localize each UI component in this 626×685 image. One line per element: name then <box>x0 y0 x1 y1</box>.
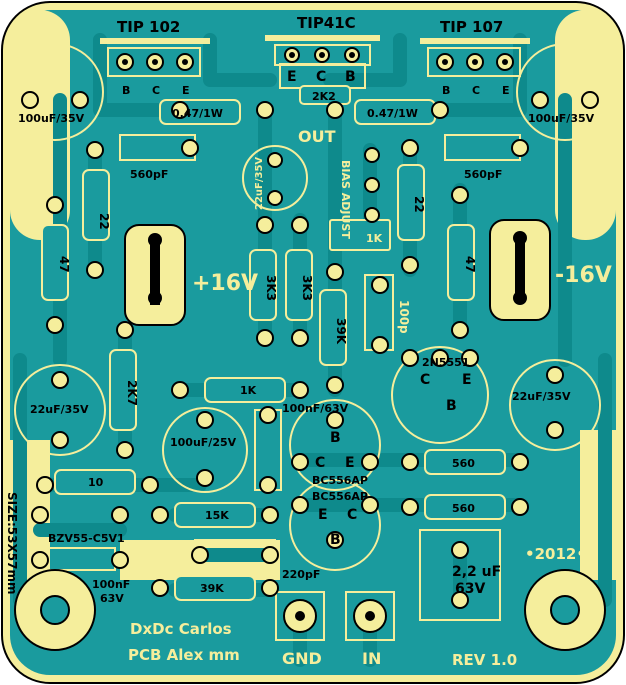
tip102-pin-c: C <box>152 84 160 97</box>
tip41c-label: TIP41C <box>297 14 356 32</box>
q-bc556-bottom-pin-b: B <box>330 532 341 548</box>
q-2n5551-pin-c: C <box>420 372 430 388</box>
power-pads <box>124 219 551 326</box>
q-bc556-top-pin-b: B <box>330 430 341 446</box>
r-1k-mid-label: 1K <box>240 384 257 397</box>
cap-100uf-25v-label: 100uF/25V <box>170 436 237 449</box>
tip107-header <box>420 38 530 77</box>
r-1k-bias-label: 1K <box>366 232 383 245</box>
cap-2u2-a-label: 2,2 uF <box>452 564 501 580</box>
tip107-pin-c: C <box>472 84 480 97</box>
tip107-label: TIP 107 <box>440 18 503 36</box>
tip107-pin-b: B <box>442 84 450 97</box>
r-47-left-label: 47 <box>57 256 71 273</box>
tip41c-header <box>265 35 380 89</box>
mounting-pads <box>14 569 606 651</box>
cap-22uf-top-label: 22uF/35V <box>254 157 265 210</box>
r-047-left-label: 0.47/1W <box>172 107 223 120</box>
tip41c-pin-c: C <box>316 69 326 85</box>
q-2n5551-label: 2N5551 <box>422 356 469 369</box>
q-bc556-bottom-pin-c: C <box>347 507 357 523</box>
cap-560pf-left-label: 560pF <box>130 168 168 181</box>
zener-label: BZV55-C5V1 <box>48 532 125 545</box>
size-label: SIZE:53X57mm <box>5 492 19 594</box>
r-22-right-label: 22 <box>412 196 426 213</box>
pos-supply-label: +16V <box>192 271 258 296</box>
r-39k-bottom-label: 39K <box>200 582 224 595</box>
r-22-left-label: 22 <box>97 213 111 230</box>
r-047-right-label: 0.47/1W <box>367 107 418 120</box>
cap-220pf-label: 220pF <box>282 568 320 581</box>
rev-label: REV 1.0 <box>452 651 517 669</box>
cap-22uf-left-label: 22uF/35V <box>30 403 89 416</box>
cap-560pf-right-label: 560pF <box>464 168 502 181</box>
cap-22uf-right-label: 22uF/35V <box>512 390 571 403</box>
q-bc556-top-pin-e: E <box>345 455 355 471</box>
cap-100nf-bottom-a-label: 100nF <box>92 578 130 591</box>
tip107-pin-e: E <box>502 84 510 97</box>
tip102-pin-e: E <box>182 84 190 97</box>
cap-100uf-left-label: 100uF/35V <box>18 112 85 125</box>
q-2n5551-pin-b: B <box>446 398 457 414</box>
r-3k3-a-label: 3K3 <box>264 275 278 301</box>
r-39k-vert-label: 39K <box>334 318 348 345</box>
tip41c-pin-b: B <box>345 69 356 85</box>
r-10-label: 10 <box>88 476 104 489</box>
gnd-label: GND <box>282 649 322 668</box>
q-bc556-bottom-pin-e: E <box>318 507 328 523</box>
in-label: IN <box>362 649 381 668</box>
credit-line-2: PCB Alex mm <box>128 646 240 664</box>
bias-adjust-label: BIAS ADJUST <box>339 160 352 239</box>
tip102-pin-b: B <box>122 84 130 97</box>
r-15k-label: 15K <box>205 509 229 522</box>
cap-100nf-63v-mid-label: 100nF/63V <box>282 402 349 415</box>
tip41c-pin-e: E <box>287 69 297 85</box>
tip102-label: TIP 102 <box>117 18 180 36</box>
credit-line-1: DxDc Carlos <box>130 620 232 638</box>
cap-2u2-b-label: 63V <box>455 581 485 597</box>
r-560-a-label: 560 <box>452 457 475 470</box>
cap-100nf-bottom-b-label: 63V <box>100 592 124 605</box>
r-47-right-label: 47 <box>463 256 477 273</box>
r-2k7-label: 2K7 <box>125 380 139 406</box>
cap-100p-label: 100p <box>397 300 411 334</box>
year-label: •2012• <box>525 545 586 563</box>
r-3k3-b-label: 3K3 <box>300 275 314 301</box>
r-2k2-label: 2K2 <box>312 90 336 103</box>
q-2n5551-pin-e: E <box>462 372 472 388</box>
q-bc556-top-pin-c: C <box>315 455 325 471</box>
cap-100uf-right-label: 100uF/35V <box>528 112 595 125</box>
tip102-header <box>100 38 210 77</box>
solder-pads <box>21 91 599 609</box>
out-label: OUT <box>298 127 336 146</box>
q-bc556-top-label: BC556AP <box>312 474 368 487</box>
neg-supply-label: -16V <box>555 263 612 288</box>
q-bc556-bottom-label: BC556AP <box>312 490 368 503</box>
r-560-b-label: 560 <box>452 502 475 515</box>
